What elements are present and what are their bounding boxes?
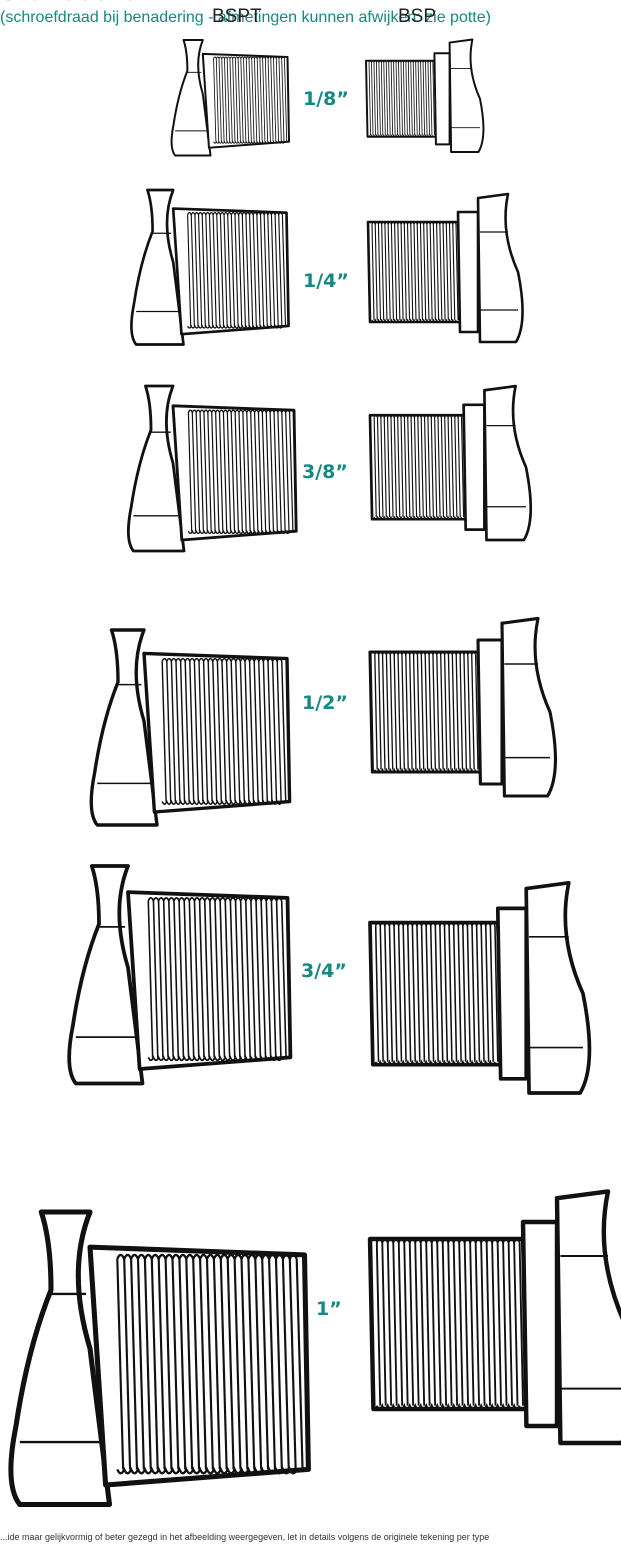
bspt-fitting-1-4 (130, 188, 290, 346)
bsp-fitting-3-4 (368, 880, 592, 1095)
bspt-fitting-3-8 (126, 384, 298, 553)
bsp-fitting-1 (367, 1189, 621, 1446)
bspt-fitting-1-2 (89, 628, 292, 827)
size-label-3-8: 3/8” (302, 461, 348, 483)
footer-note: ...ide maar gelijkvormig of beter gezegd… (0, 1532, 490, 1542)
size-label-1-2: 1/2” (302, 692, 348, 714)
bsp-fitting-1-4 (366, 192, 524, 344)
bspt-fitting-3-4 (67, 864, 293, 1086)
size-label-1-4: 1/4” (303, 270, 349, 292)
bsp-fitting-1-8 (365, 38, 485, 153)
bspt-fitting-1 (8, 1209, 311, 1508)
size-label-3-4: 3/4” (301, 960, 347, 982)
size-label-1: 1” (316, 1298, 342, 1320)
bsp-fitting-1-2 (368, 616, 557, 798)
page-subtitle: (schroefdraad bij benadering - afmetinge… (0, 9, 491, 26)
bspt-fitting-1-8 (170, 38, 291, 157)
page-title: Standaardmaten (0, 0, 160, 18)
size-label-1-8: 1/8” (303, 88, 349, 110)
column-header-bspt: BSPT (212, 6, 262, 27)
bsp-fitting-3-8 (368, 384, 533, 542)
column-header-bsp: BSP (398, 6, 437, 27)
